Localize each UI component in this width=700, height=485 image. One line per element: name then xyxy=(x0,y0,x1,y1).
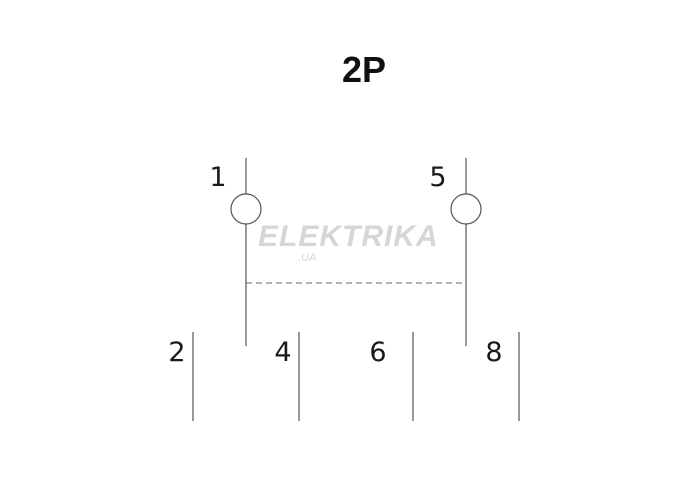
terminal-label-1: 1 xyxy=(209,162,226,193)
terminal-label-6: 6 xyxy=(369,337,386,368)
terminal-label-4: 4 xyxy=(274,337,291,368)
pole-left-terminal-circle xyxy=(230,193,262,225)
contact-bottom-6: 6 xyxy=(369,332,414,421)
terminal-label-5: 5 xyxy=(429,162,446,193)
pole-right-terminal-circle xyxy=(450,193,482,225)
diagram-title: 2P xyxy=(342,49,386,90)
terminal-label-8: 8 xyxy=(485,337,502,368)
watermark-text: ELEKTRIKA xyxy=(258,220,439,253)
pole-right: 5 xyxy=(429,158,482,346)
watermark-sub: .UA xyxy=(298,252,316,264)
pole-left: 1 xyxy=(209,158,262,346)
contact-bottom-4: 4 xyxy=(274,332,300,421)
contact-bottom-8: 8 xyxy=(485,332,520,421)
watermark: ELEKTRIKA .UA xyxy=(258,220,439,264)
contact-bottom-2: 2 xyxy=(168,332,194,421)
terminal-label-2: 2 xyxy=(168,337,185,368)
